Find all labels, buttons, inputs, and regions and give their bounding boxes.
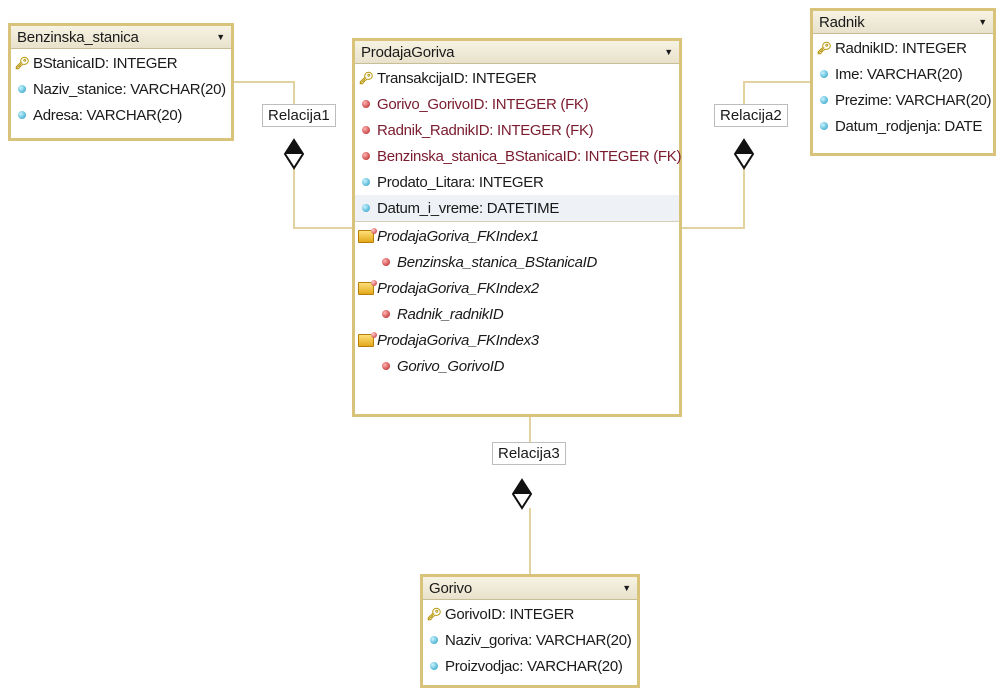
index-row[interactable]: ProdajaGoriva_FKIndex1 — [355, 223, 679, 249]
attribute-row[interactable]: Prezime: VARCHAR(20) — [813, 87, 993, 113]
attribute-text: Prezime: VARCHAR(20) — [835, 91, 992, 109]
attribute-text: Datum_i_vreme: DATETIME — [377, 199, 560, 217]
attribute-text: Proizvodjac: VARCHAR(20) — [445, 657, 623, 675]
folder-index-icon — [355, 223, 377, 249]
attribute-row[interactable]: Ime: VARCHAR(20) — [813, 61, 993, 87]
index-row[interactable]: ProdajaGoriva_FKIndex3 — [355, 327, 679, 353]
attribute-row[interactable]: Datum_rodjenja: DATE — [813, 113, 993, 139]
attribute-row[interactable]: Naziv_goriva: VARCHAR(20) — [423, 627, 637, 653]
attribute-text: RadnikID: INTEGER — [835, 39, 967, 57]
relacija2-line — [743, 81, 810, 104]
entity-title: Gorivo — [429, 579, 472, 597]
relacija1-line-lower — [293, 168, 352, 229]
red-diamond-icon — [375, 249, 397, 275]
red-diamond-icon — [375, 353, 397, 379]
attribute-row[interactable]: Radnik_RadnikID: INTEGER (FK) — [355, 117, 679, 143]
relacija1-line — [234, 81, 295, 104]
key-icon: 🔑︎ — [816, 41, 832, 55]
entity-header[interactable]: Benzinska_stanica ▼ — [11, 26, 231, 49]
attribute-text: BStanicaID: INTEGER — [33, 54, 178, 72]
attribute-text: Benzinska_stanica_BStanicaID: INTEGER (F… — [377, 147, 682, 165]
red-diamond-icon — [355, 143, 377, 169]
entity-title: Benzinska_stanica — [17, 28, 139, 46]
attribute-text: Ime: VARCHAR(20) — [835, 65, 963, 83]
relacija3-label[interactable]: Relacija3 — [492, 442, 566, 465]
attribute-text: GorivoID: INTEGER — [445, 605, 575, 623]
attribute-text: Prodato_Litara: INTEGER — [377, 173, 544, 191]
entity-title: Radnik — [819, 13, 865, 31]
entity-radnik[interactable]: Radnik ▼ 🔑︎ RadnikID: INTEGER Ime: VARCH… — [810, 8, 996, 156]
folder-index-icon — [355, 327, 377, 353]
entity-prodaja-goriva[interactable]: ProdajaGoriva ▼ 🔑︎ TransakcijaID: INTEGE… — [352, 38, 682, 417]
cyan-diamond-icon — [813, 87, 835, 113]
index-column: Radnik_radnikID — [397, 305, 504, 323]
entity-header[interactable]: Gorivo ▼ — [423, 577, 637, 600]
folder-index-icon — [355, 275, 377, 301]
cyan-diamond-icon — [11, 102, 33, 128]
attribute-text: Radnik_RadnikID: INTEGER (FK) — [377, 121, 594, 139]
index-row[interactable]: ProdajaGoriva_FKIndex2 — [355, 275, 679, 301]
attribute-row[interactable]: Datum_i_vreme: DATETIME — [355, 195, 679, 221]
entity-title: ProdajaGoriva — [361, 43, 455, 61]
entity-gorivo[interactable]: Gorivo ▼ 🔑︎ GorivoID: INTEGER Naziv_gori… — [420, 574, 640, 688]
entity-header[interactable]: Radnik ▼ — [813, 11, 993, 34]
attribute-text: Naziv_goriva: VARCHAR(20) — [445, 631, 632, 649]
cyan-diamond-icon — [423, 627, 445, 653]
relacija2-line-lower — [682, 168, 745, 229]
red-diamond-icon — [355, 91, 377, 117]
attribute-text: Naziv_stanice: VARCHAR(20) — [33, 80, 226, 98]
index-column: Gorivo_GorivoID — [397, 357, 505, 375]
index-name: ProdajaGoriva_FKIndex3 — [377, 331, 539, 349]
key-icon: 🔑︎ — [14, 56, 30, 70]
attribute-row[interactable]: 🔑︎ RadnikID: INTEGER — [813, 35, 993, 61]
cyan-diamond-icon — [813, 113, 835, 139]
relacija1-label[interactable]: Relacija1 — [262, 104, 336, 127]
cyan-diamond-icon — [813, 61, 835, 87]
red-diamond-icon — [375, 301, 397, 327]
index-column-row[interactable]: Benzinska_stanica_BStanicaID — [355, 249, 679, 275]
attribute-row[interactable]: Naziv_stanice: VARCHAR(20) — [11, 76, 231, 102]
cyan-diamond-icon — [355, 169, 377, 195]
attribute-text: Adresa: VARCHAR(20) — [33, 106, 183, 124]
entity-benzinska-stanica[interactable]: Benzinska_stanica ▼ 🔑︎ BStanicaID: INTEG… — [8, 23, 234, 141]
index-name: ProdajaGoriva_FKIndex1 — [377, 227, 539, 245]
attribute-row[interactable]: Adresa: VARCHAR(20) — [11, 102, 231, 128]
cyan-diamond-icon — [355, 195, 377, 221]
attribute-row[interactable]: Benzinska_stanica_BStanicaID: INTEGER (F… — [355, 143, 682, 169]
index-name: ProdajaGoriva_FKIndex2 — [377, 279, 539, 297]
index-column-row[interactable]: Gorivo_GorivoID — [355, 353, 679, 379]
index-column: Benzinska_stanica_BStanicaID — [397, 253, 598, 271]
index-column-row[interactable]: Radnik_radnikID — [355, 301, 679, 327]
dropdown-triangle-icon[interactable]: ▼ — [978, 16, 987, 27]
attribute-row[interactable]: Proizvodjac: VARCHAR(20) — [423, 653, 637, 679]
attribute-row[interactable]: 🔑︎ BStanicaID: INTEGER — [11, 50, 231, 76]
red-diamond-icon — [355, 117, 377, 143]
attribute-row[interactable]: 🔑︎ TransakcijaID: INTEGER — [355, 65, 679, 91]
relation-diamonds — [283, 138, 755, 510]
relacija2-label[interactable]: Relacija2 — [714, 104, 788, 127]
attribute-text: TransakcijaID: INTEGER — [377, 69, 537, 87]
attribute-text: Datum_rodjenja: DATE — [835, 117, 983, 135]
attribute-text: Gorivo_GorivoID: INTEGER (FK) — [377, 95, 589, 113]
dropdown-triangle-icon[interactable]: ▼ — [622, 582, 631, 593]
cyan-diamond-icon — [423, 653, 445, 679]
attribute-row[interactable]: Gorivo_GorivoID: INTEGER (FK) — [355, 91, 679, 117]
key-icon: 🔑︎ — [426, 607, 442, 621]
attribute-row[interactable]: 🔑︎ GorivoID: INTEGER — [423, 601, 637, 627]
attribute-row[interactable]: Prodato_Litara: INTEGER — [355, 169, 679, 195]
key-icon: 🔑︎ — [358, 71, 374, 85]
entity-header[interactable]: ProdajaGoriva ▼ — [355, 41, 679, 64]
cyan-diamond-icon — [11, 76, 33, 102]
dropdown-triangle-icon[interactable]: ▼ — [216, 31, 225, 42]
index-section: ProdajaGoriva_FKIndex1 Benzinska_stanica… — [355, 221, 679, 379]
dropdown-triangle-icon[interactable]: ▼ — [664, 46, 673, 57]
